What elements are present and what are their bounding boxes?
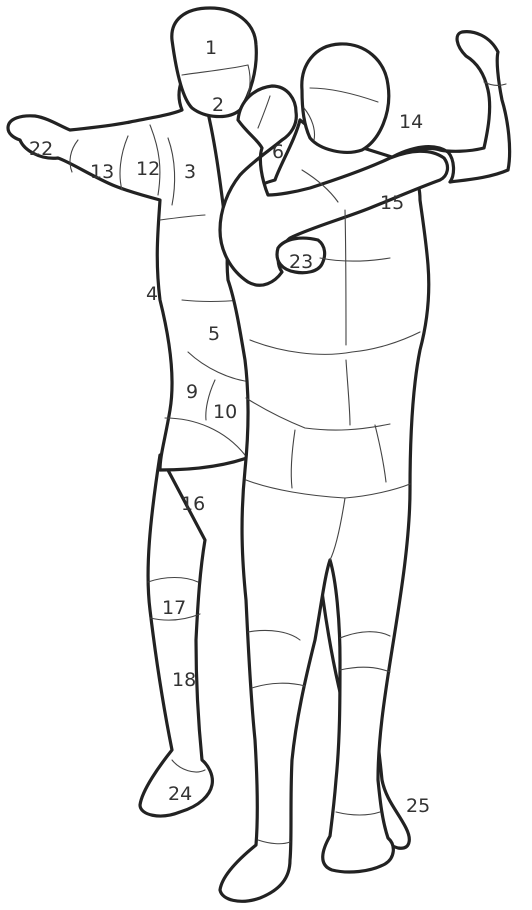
region-label-5: 5 bbox=[208, 323, 220, 345]
front-figure bbox=[220, 32, 510, 902]
region-label-16: 16 bbox=[181, 493, 205, 515]
region-label-18: 18 bbox=[172, 669, 196, 691]
region-label-10: 10 bbox=[213, 401, 237, 423]
region-label-9: 9 bbox=[186, 381, 198, 403]
region-label-13: 13 bbox=[90, 161, 114, 183]
region-label-3: 3 bbox=[184, 161, 196, 183]
region-label-25: 25 bbox=[406, 795, 430, 817]
region-label-17: 17 bbox=[162, 597, 186, 619]
region-label-4: 4 bbox=[146, 283, 158, 305]
region-label-23: 23 bbox=[289, 251, 313, 273]
region-label-2: 2 bbox=[212, 94, 224, 116]
region-label-14: 14 bbox=[399, 111, 423, 133]
region-label-15: 15 bbox=[380, 192, 404, 214]
region-label-12: 12 bbox=[136, 158, 160, 180]
region-label-1: 1 bbox=[205, 37, 217, 59]
region-label-6: 6 bbox=[272, 141, 284, 163]
region-label-22: 22 bbox=[29, 138, 53, 160]
region-label-24: 24 bbox=[168, 783, 192, 805]
